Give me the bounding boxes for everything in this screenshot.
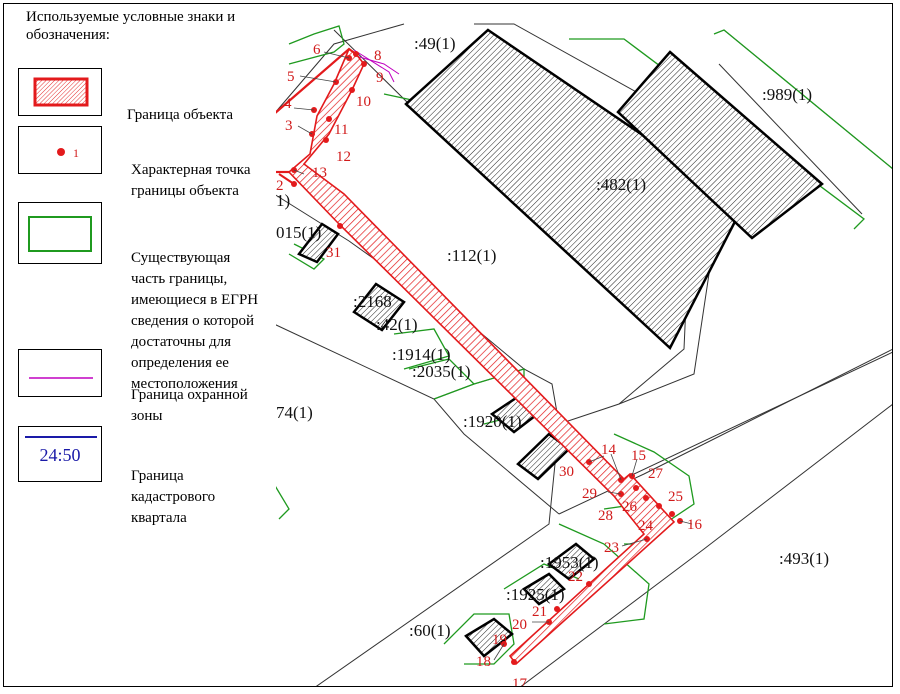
- protection-zone: [348, 49, 400, 83]
- parcel-label: 1): [276, 191, 290, 210]
- point-label: 2: [276, 178, 284, 194]
- point-leaders: [293, 51, 693, 661]
- legend-label-existing-part: Существующая часть границы, имеющиеся в …: [131, 250, 259, 392]
- parcel-label: :1925(1): [506, 585, 565, 604]
- point-label: 10: [356, 94, 371, 110]
- cadastral-quarter-sample: 24:50: [39, 445, 81, 465]
- point-label: 3: [285, 118, 293, 134]
- parcel-label: :1920(1): [463, 412, 522, 431]
- point-label: 19: [492, 632, 507, 648]
- parcel-label: :989(1): [762, 85, 812, 104]
- parcel-label: :2035(1): [412, 362, 471, 381]
- legend-panel: Используемые условные знаки и обозначени…: [4, 4, 276, 686]
- cadastral-quarter-swatch: [25, 436, 97, 438]
- parcel-label: :493(1): [779, 549, 829, 568]
- char-point-sample-label: 1: [73, 146, 79, 160]
- point-label: 6: [313, 42, 321, 58]
- legend-label-char-point: Характерная точка границы объекта: [131, 162, 251, 199]
- point-label: 24: [638, 518, 654, 534]
- cadastral-map-frame: :49(1) :989(1) :482(1) :112(1) :2168 :42…: [3, 3, 893, 687]
- point-label: 25: [668, 489, 683, 505]
- legend-swatch-cadastral-quarter: 24:50: [18, 426, 102, 482]
- point-label: 29: [582, 486, 597, 502]
- point-label: 21: [532, 604, 547, 620]
- legend-swatch-char-point: 1: [18, 126, 102, 174]
- parcel-label: 74(1): [276, 403, 313, 422]
- point-label: 17: [512, 676, 528, 687]
- char-point-swatch: 1: [57, 146, 79, 160]
- legend-swatch-object-boundary: [18, 68, 102, 116]
- point-label: 14: [601, 442, 617, 458]
- point-label: 23: [604, 540, 619, 556]
- point-label: 12: [336, 149, 351, 165]
- parcel-label: 015(1): [276, 223, 321, 242]
- parcel-label: :1914(1): [392, 345, 451, 364]
- protection-zone-swatch: [29, 377, 93, 379]
- legend-label-object-boundary: Граница объекта: [127, 107, 234, 123]
- parcel-label: :49(1): [414, 34, 456, 53]
- point-label: 8: [374, 48, 382, 64]
- point-label: 4: [284, 96, 292, 112]
- existing-part-swatch: [28, 216, 92, 252]
- point-label: 22: [568, 569, 583, 585]
- point-label: 16: [687, 517, 703, 533]
- parcel-label: :42(1): [376, 315, 418, 334]
- parcel-label: 495: [870, 684, 890, 687]
- legend-label-cadastral-quarter: Граница кадастрового квартала: [131, 468, 216, 526]
- point-label: 31: [326, 245, 341, 261]
- point-label: 5: [287, 69, 295, 85]
- legend-label-protection-zone: Граница охранной зоны: [131, 387, 248, 424]
- point-label: 26: [622, 499, 638, 515]
- parcel-label: :1953(1): [540, 553, 599, 572]
- point-label: 30: [559, 464, 574, 480]
- point-label: 15: [631, 448, 646, 464]
- parcel-label: :112(1): [447, 246, 496, 265]
- legend-title: Используемые условные знаки и обозначени…: [26, 9, 236, 43]
- parcel-labels: :49(1) :989(1) :482(1) :112(1) :2168 :42…: [276, 34, 890, 687]
- legend-swatch-protection-zone: [18, 349, 102, 397]
- object-boundary-swatch: [33, 77, 89, 107]
- point-label: 28: [598, 508, 613, 524]
- parcel-label: :482(1): [596, 175, 646, 194]
- point-labels: 2 3 4 5 6 8 9 10 11 12 13 14 15 16 17 18…: [276, 42, 703, 687]
- parcel-label: :2168: [353, 292, 392, 311]
- point-label: 13: [312, 165, 327, 181]
- point-label: 20: [512, 617, 527, 633]
- buildings: [297, 28, 824, 658]
- parcel-label: :60(1): [409, 621, 451, 640]
- point-label: 11: [334, 122, 348, 138]
- legend-swatch-existing-part: [18, 202, 102, 264]
- point-label: 18: [476, 654, 491, 670]
- point-label: 27: [648, 466, 664, 482]
- point-label: 9: [376, 70, 384, 86]
- cadastral-map[interactable]: :49(1) :989(1) :482(1) :112(1) :2168 :42…: [4, 4, 893, 687]
